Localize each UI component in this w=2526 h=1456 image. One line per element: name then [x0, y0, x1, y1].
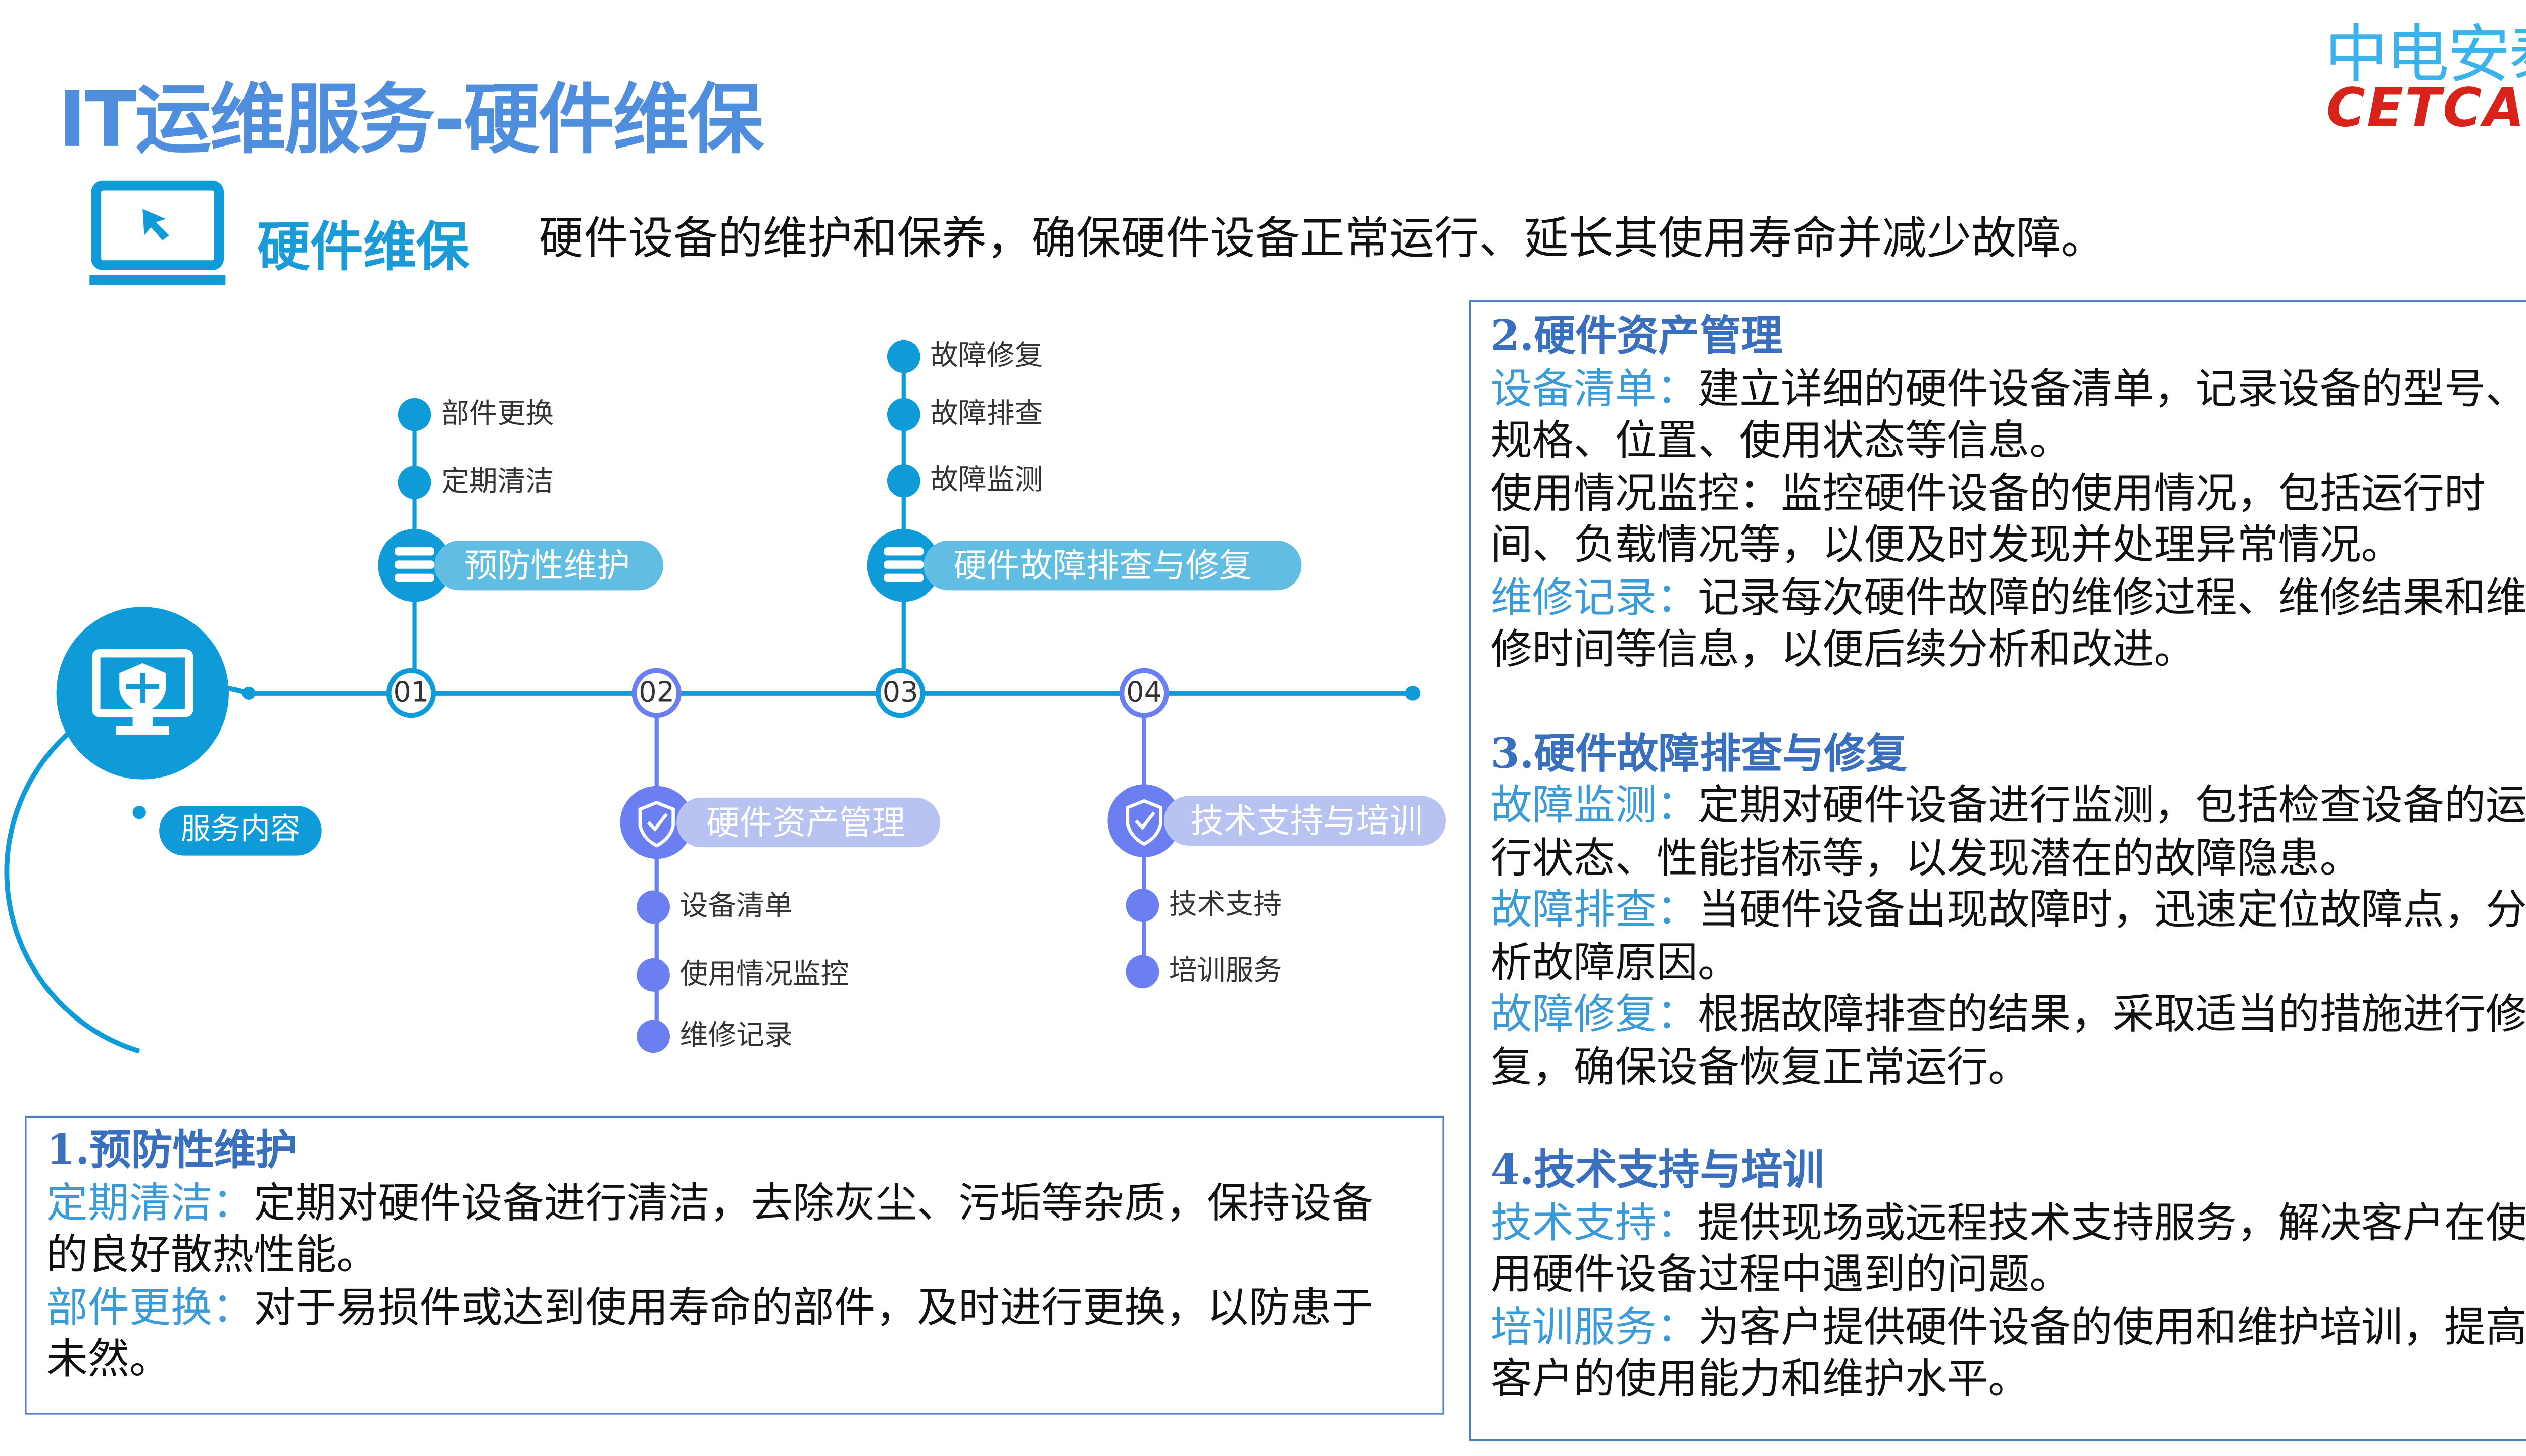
detail-entry: 使用情况监控：监控硬件设备的使用情况，包括运行时间、负载情况等，以便及时发现并处…: [1490, 468, 2486, 569]
sub-item: 使用情况监控: [679, 958, 849, 992]
detail-entry: 设备清单：建立详细的硬件设备清单，记录设备的型号、规格、位置、使用状态等信息。: [1490, 364, 2526, 464]
node-label-04: 技术支持与培训: [1164, 796, 1446, 846]
detail-entry: 故障修复：根据故障排查的结果，采取适当的措施进行修复，确保设备恢复正常运行。: [1490, 990, 2526, 1090]
detail-box-preventive: 1.预防性维护 定期清洁：定期对硬件设备进行清洁，去除灰尘、污垢等杂质，保持设备…: [25, 1115, 1444, 1415]
detail-entry: 培训服务：为客户提供硬件设备的使用和维护培训，提高客户的使用能力和维护水平。: [1490, 1302, 2526, 1403]
service-diagram: [4, 339, 1421, 1054]
detail-asset-management: 2.硬件资产管理 设备清单：建立详细的硬件设备清单，记录设备的型号、规格、位置、…: [1491, 310, 2526, 676]
detail-entry: 定期清洁：定期对硬件设备进行清洁，去除灰尘、污垢等杂质，保持设备的良好散热性能。: [46, 1178, 1373, 1279]
node-label-02: 硬件资产管理: [676, 797, 940, 848]
detail-support-training: 4.技术支持与培训 技术支持：提供现场或远程技术支持服务，解决客户在使用硬件设备…: [1491, 1144, 2526, 1405]
detail-title: 2.硬件资产管理: [1490, 312, 1783, 360]
sub-item: 定期清洁: [441, 466, 554, 499]
section-name: 硬件维保: [257, 215, 469, 279]
logo-cn: 中电安泰: [2324, 18, 2526, 91]
center-ring: [4, 607, 256, 1054]
node-number-02: 02: [632, 668, 682, 718]
sub-item: 故障修复: [930, 339, 1043, 373]
section-description: 硬件设备的维护和保养，确保硬件设备正常运行、延长其使用寿命并减少故障。: [539, 214, 2106, 266]
node-label-03: 硬件故障排查与修复: [924, 540, 1302, 591]
detail-entry: 部件更换：对于易损件或达到使用寿命的部件，及时进行更换，以防患于未然。: [46, 1282, 1373, 1383]
node-number-03: 03: [875, 668, 926, 718]
detail-entry: 技术支持：提供现场或远程技术支持服务，解决客户在使用硬件设备过程中遇到的问题。: [1490, 1198, 2526, 1298]
detail-entry: 故障监测：定期对硬件设备进行监测，包括检查设备的运行状态、性能指标等，以发现潜在…: [1490, 781, 2526, 882]
sub-item: 技术支持: [1169, 889, 1282, 922]
page-title: IT运维服务-硬件维保: [58, 74, 764, 164]
sub-item: 培训服务: [1169, 955, 1282, 989]
node-number-01: 01: [386, 668, 436, 718]
detail-entry: 故障排查：当硬件设备出现故障时，迅速定位故障点，分析故障原因。: [1490, 885, 2526, 986]
sub-item: 故障监测: [930, 464, 1043, 498]
sub-item: 故障排查: [930, 398, 1043, 431]
detail-entry: 维修记录：记录每次硬件故障的维修过程、维修结果和维修时间等信息，以便后续分析和改…: [1490, 572, 2526, 673]
sub-item: 设备清单: [679, 890, 793, 924]
sub-item: 维修记录: [679, 1020, 793, 1053]
detail-box-right: 2.硬件资产管理 设备清单：建立详细的硬件设备清单，记录设备的型号、规格、位置、…: [1469, 300, 2526, 1441]
detail-title: 4.技术支持与培训: [1490, 1145, 1824, 1194]
sub-item: 部件更换: [441, 398, 554, 431]
logo-en: CETCAN: [2326, 76, 2526, 139]
detail-troubleshooting: 3.硬件故障排查与修复 故障监测：定期对硬件设备进行监测，包括检查设备的运行状态…: [1491, 727, 2526, 1093]
detail-title: 3.硬件故障排查与修复: [1490, 729, 1907, 777]
detail-title: 1.预防性维护: [46, 1126, 297, 1174]
monitor-cursor-icon: [89, 180, 226, 285]
node-label-01: 预防性维护: [434, 540, 663, 591]
node-number-04: 04: [1119, 668, 1169, 718]
center-label: 服务内容: [159, 806, 322, 856]
